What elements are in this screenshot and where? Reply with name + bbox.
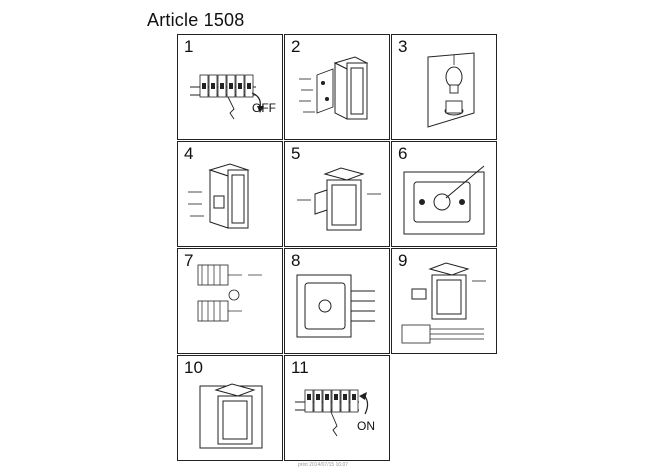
screwdriver-icon bbox=[445, 165, 485, 199]
step-10-panel: 10 bbox=[177, 355, 283, 461]
on-label: ON bbox=[357, 419, 375, 433]
screw-icon bbox=[188, 191, 204, 217]
instruction-grid: 1 OFF 2 bbox=[177, 34, 497, 461]
step-number: 5 bbox=[291, 144, 301, 163]
terminal-block-icon bbox=[401, 280, 486, 344]
breaker-switch-icon bbox=[190, 74, 264, 120]
lamp-housing-icon bbox=[401, 262, 486, 344]
mounting-plate-icon bbox=[296, 274, 375, 338]
lamp-housing-icon bbox=[297, 167, 381, 231]
step-number: 3 bbox=[398, 37, 408, 56]
screw-icon bbox=[297, 193, 381, 201]
document-title: Article 1508 bbox=[147, 10, 245, 30]
step-number: 9 bbox=[398, 251, 408, 270]
lamp-housing-icon bbox=[299, 56, 369, 120]
step-7-panel: 7 bbox=[177, 248, 283, 354]
step-11-panel: 11 ON bbox=[284, 355, 390, 461]
hand-icon bbox=[227, 96, 235, 120]
step-number: 2 bbox=[291, 37, 301, 56]
step-number: 4 bbox=[184, 144, 194, 163]
step-8-panel: 8 bbox=[284, 248, 390, 354]
hand-icon bbox=[330, 411, 338, 437]
bulb-icon bbox=[427, 52, 475, 128]
step-number: 11 bbox=[291, 358, 309, 377]
breaker-switch-icon bbox=[295, 389, 369, 437]
step-4-panel: 4 bbox=[177, 141, 283, 247]
terminal-block-icon bbox=[197, 264, 262, 322]
screw-icon bbox=[299, 78, 315, 113]
step-number: 6 bbox=[398, 144, 408, 163]
step-number: 7 bbox=[184, 251, 194, 270]
step-number: 1 bbox=[184, 37, 194, 56]
off-label: OFF bbox=[252, 101, 276, 115]
step-9-panel: 9 bbox=[391, 248, 497, 354]
footer-stamp: print 2014/07/15 16:07 bbox=[298, 462, 349, 468]
step-5-panel: 5 bbox=[284, 141, 390, 247]
mounting-plate-icon bbox=[403, 165, 485, 235]
lamp-housing-icon bbox=[188, 163, 250, 229]
lamp-housing-icon bbox=[199, 383, 263, 449]
step-2-panel: 2 bbox=[284, 34, 390, 140]
step-number: 8 bbox=[291, 251, 301, 270]
screw-icon bbox=[351, 290, 375, 322]
step-1-panel: 1 OFF bbox=[177, 34, 283, 140]
step-6-panel: 6 bbox=[391, 141, 497, 247]
step-number: 10 bbox=[184, 358, 203, 377]
step-3-panel: 3 bbox=[391, 34, 497, 140]
